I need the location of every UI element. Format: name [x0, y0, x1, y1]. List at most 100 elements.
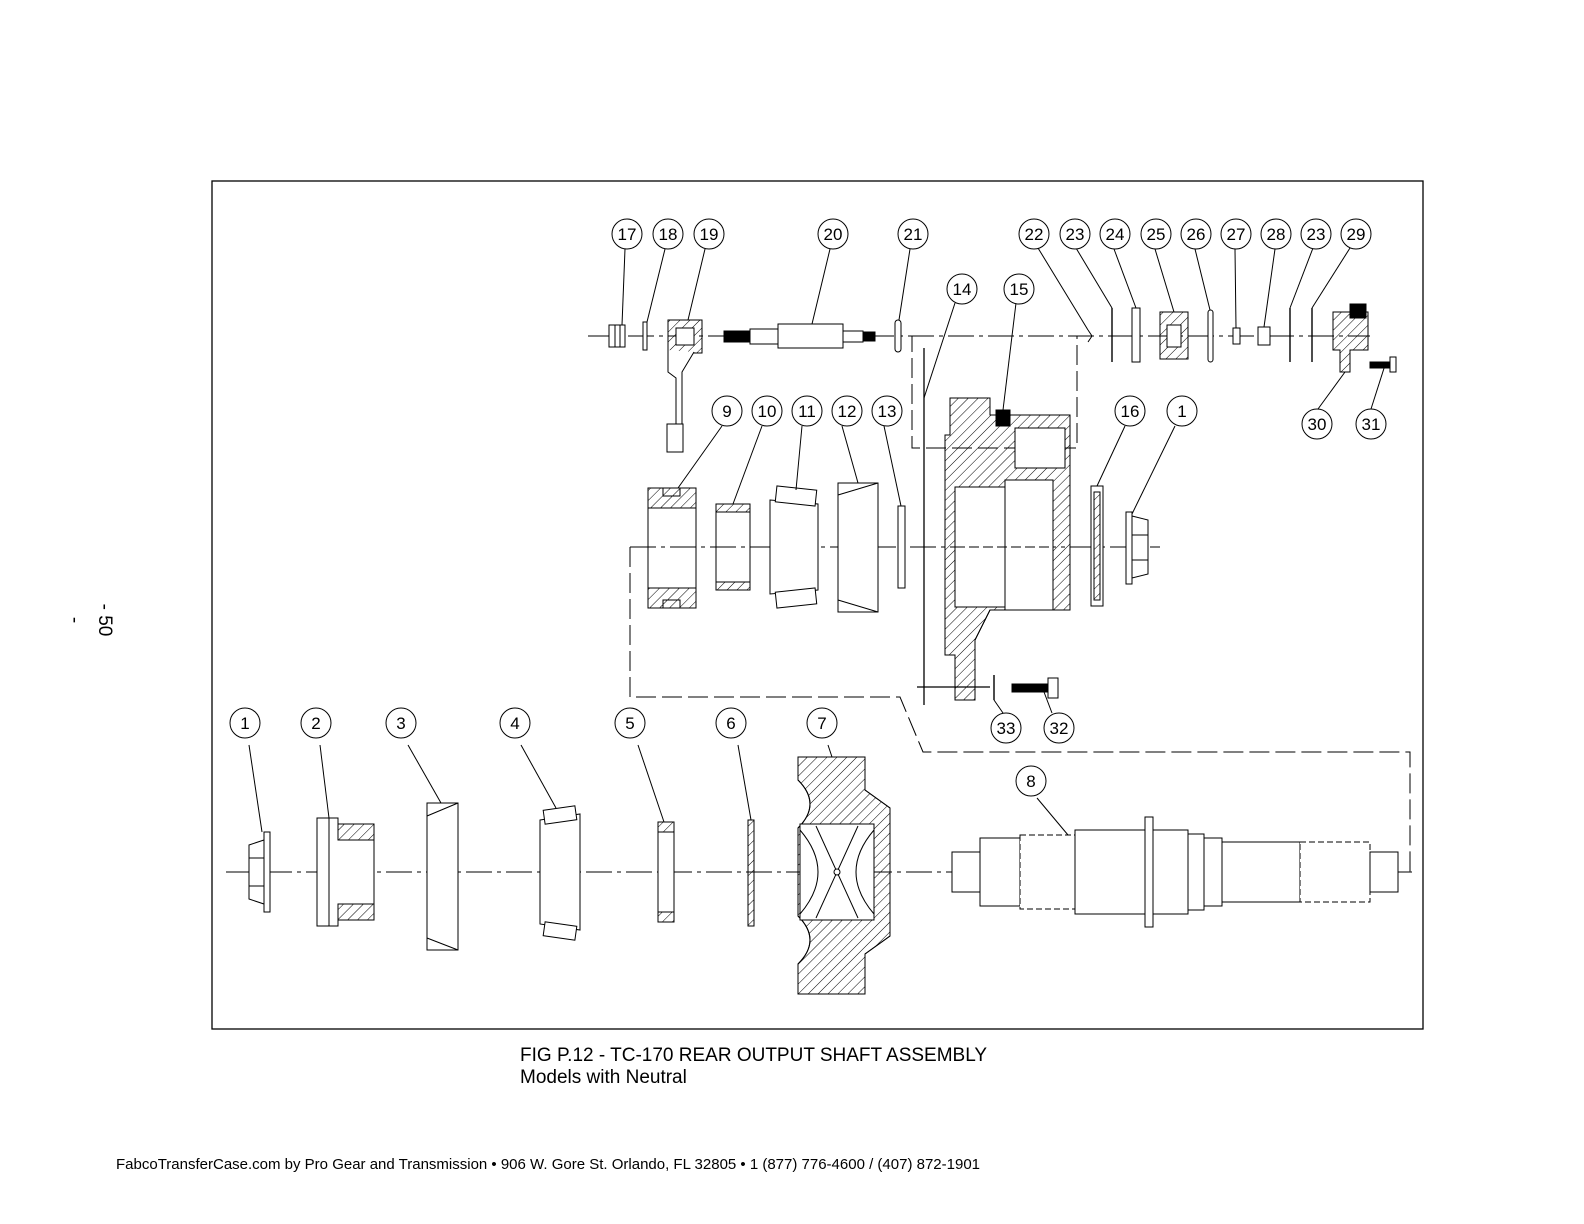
callout-2: 2: [300, 707, 332, 739]
svg-text:3: 3: [396, 714, 405, 733]
svg-text:33: 33: [997, 719, 1016, 738]
svg-text:10: 10: [758, 402, 777, 421]
leader-23b: [1289, 247, 1314, 309]
leader-24: [1113, 248, 1137, 309]
leader-9: [677, 425, 723, 489]
callout-33: 33: [990, 712, 1022, 744]
part-1-flange-nut-middle: [1125, 511, 1149, 585]
page-footer: FabcoTransferCase.com by Pro Gear and Tr…: [116, 1156, 981, 1173]
leader-29: [1311, 247, 1351, 309]
svg-text:12: 12: [838, 402, 857, 421]
leader-19: [687, 248, 706, 321]
callout-8: 8: [1015, 765, 1047, 797]
leader-11: [795, 425, 803, 491]
callout-16: 16: [1114, 395, 1146, 427]
part-28-plunger: [1257, 326, 1271, 346]
svg-text:20: 20: [824, 225, 843, 244]
leader-3: [407, 744, 442, 804]
callout-19: 19: [693, 218, 725, 250]
svg-text:11: 11: [798, 402, 816, 421]
callout-24: 24: [1099, 218, 1131, 250]
leader-14: [923, 302, 956, 399]
part-9-collar: [647, 487, 697, 609]
leader-2: [319, 744, 330, 819]
part-24-ring: [1131, 307, 1141, 363]
svg-text:9: 9: [722, 402, 731, 421]
leader-1b: [248, 744, 263, 833]
svg-text:16: 16: [1121, 402, 1140, 421]
part-31-bolt: [1369, 356, 1397, 373]
part-17-nut: [608, 324, 626, 348]
svg-text:29: 29: [1347, 225, 1366, 244]
leader-21: [898, 248, 911, 321]
svg-text:1: 1: [1177, 402, 1186, 421]
svg-text:7: 7: [817, 714, 826, 733]
callout-22: 22: [1018, 218, 1050, 250]
svg-text:18: 18: [659, 225, 678, 244]
part-32-bolt: [1011, 677, 1059, 699]
leader-17: [621, 248, 626, 326]
leader-30: [1317, 371, 1346, 410]
leader-25: [1154, 248, 1175, 313]
callout-10: 10: [751, 395, 783, 427]
leader-32: [1043, 691, 1053, 714]
callout-6: 6: [715, 707, 747, 739]
part-11-tapered-bearing: [769, 485, 819, 609]
svg-text:4: 4: [510, 714, 519, 733]
callout-1-middle: 1: [1166, 395, 1198, 427]
svg-text:28: 28: [1267, 225, 1286, 244]
part-26-o-ring: [1207, 309, 1214, 363]
leader-23: [1075, 247, 1113, 309]
leader-18: [646, 248, 666, 323]
part-13-snap-ring: [897, 505, 906, 589]
callout-15: 15: [1003, 273, 1035, 305]
leader-26: [1194, 248, 1211, 311]
part-4-tapered-bearing: [539, 805, 581, 941]
callout-17: 17: [611, 218, 643, 250]
drawing-frame: [211, 180, 1424, 1030]
callout-29: 29: [1340, 218, 1372, 250]
part-5-spacer: [657, 821, 675, 923]
svg-text:25: 25: [1147, 225, 1166, 244]
part-27-ball: [1232, 327, 1241, 345]
svg-text:6: 6: [726, 714, 735, 733]
leader-4: [520, 744, 557, 809]
part-7-sprocket: [797, 756, 891, 995]
svg-text:2: 2: [311, 714, 320, 733]
callout-9: 9: [711, 395, 743, 427]
callout-23: 23: [1059, 218, 1091, 250]
part-3-bearing-cup: [426, 802, 459, 951]
figure-title: FIG P.12 - TC-170 REAR OUTPUT SHAFT ASSE…: [520, 1045, 988, 1066]
callout-28: 28: [1260, 218, 1292, 250]
svg-text:26: 26: [1187, 225, 1206, 244]
assembly-path-1: [629, 547, 1411, 872]
callout-25: 25: [1140, 218, 1172, 250]
part-21-ring: [894, 319, 902, 353]
leader-27: [1234, 248, 1237, 329]
callout-30: 30: [1301, 408, 1333, 440]
leader-28: [1263, 248, 1276, 328]
part-14-bearing-retainer: [917, 348, 1071, 705]
part-19-shift-fork: [666, 319, 703, 453]
leader-22: [1037, 247, 1089, 331]
leader-33: [993, 699, 1004, 714]
part-18-washer: [642, 321, 648, 351]
callout-7: 7: [806, 707, 838, 739]
svg-text:8: 8: [1026, 772, 1035, 791]
leader-16: [1096, 425, 1126, 487]
part-12-bearing-cup: [837, 482, 879, 613]
part-6-shim: [747, 819, 755, 927]
callout-26: 26: [1180, 218, 1212, 250]
leader-8: [1036, 797, 1069, 836]
assembly-path-2: [908, 335, 1078, 449]
part-8-output-shaft: [951, 816, 1399, 928]
part-16-oil-seal: [1090, 485, 1104, 607]
leader-20: [811, 248, 831, 325]
callout-32: 32: [1043, 712, 1075, 744]
figure-caption: FIG P.12 - TC-170 REAR OUTPUT SHAFT ASSE…: [520, 1045, 987, 1089]
callout-21: 21: [897, 218, 929, 250]
callout-11: 11: [791, 395, 823, 427]
svg-text:17: 17: [618, 225, 637, 244]
part-22-clip: [1087, 329, 1093, 343]
svg-text:19: 19: [700, 225, 719, 244]
